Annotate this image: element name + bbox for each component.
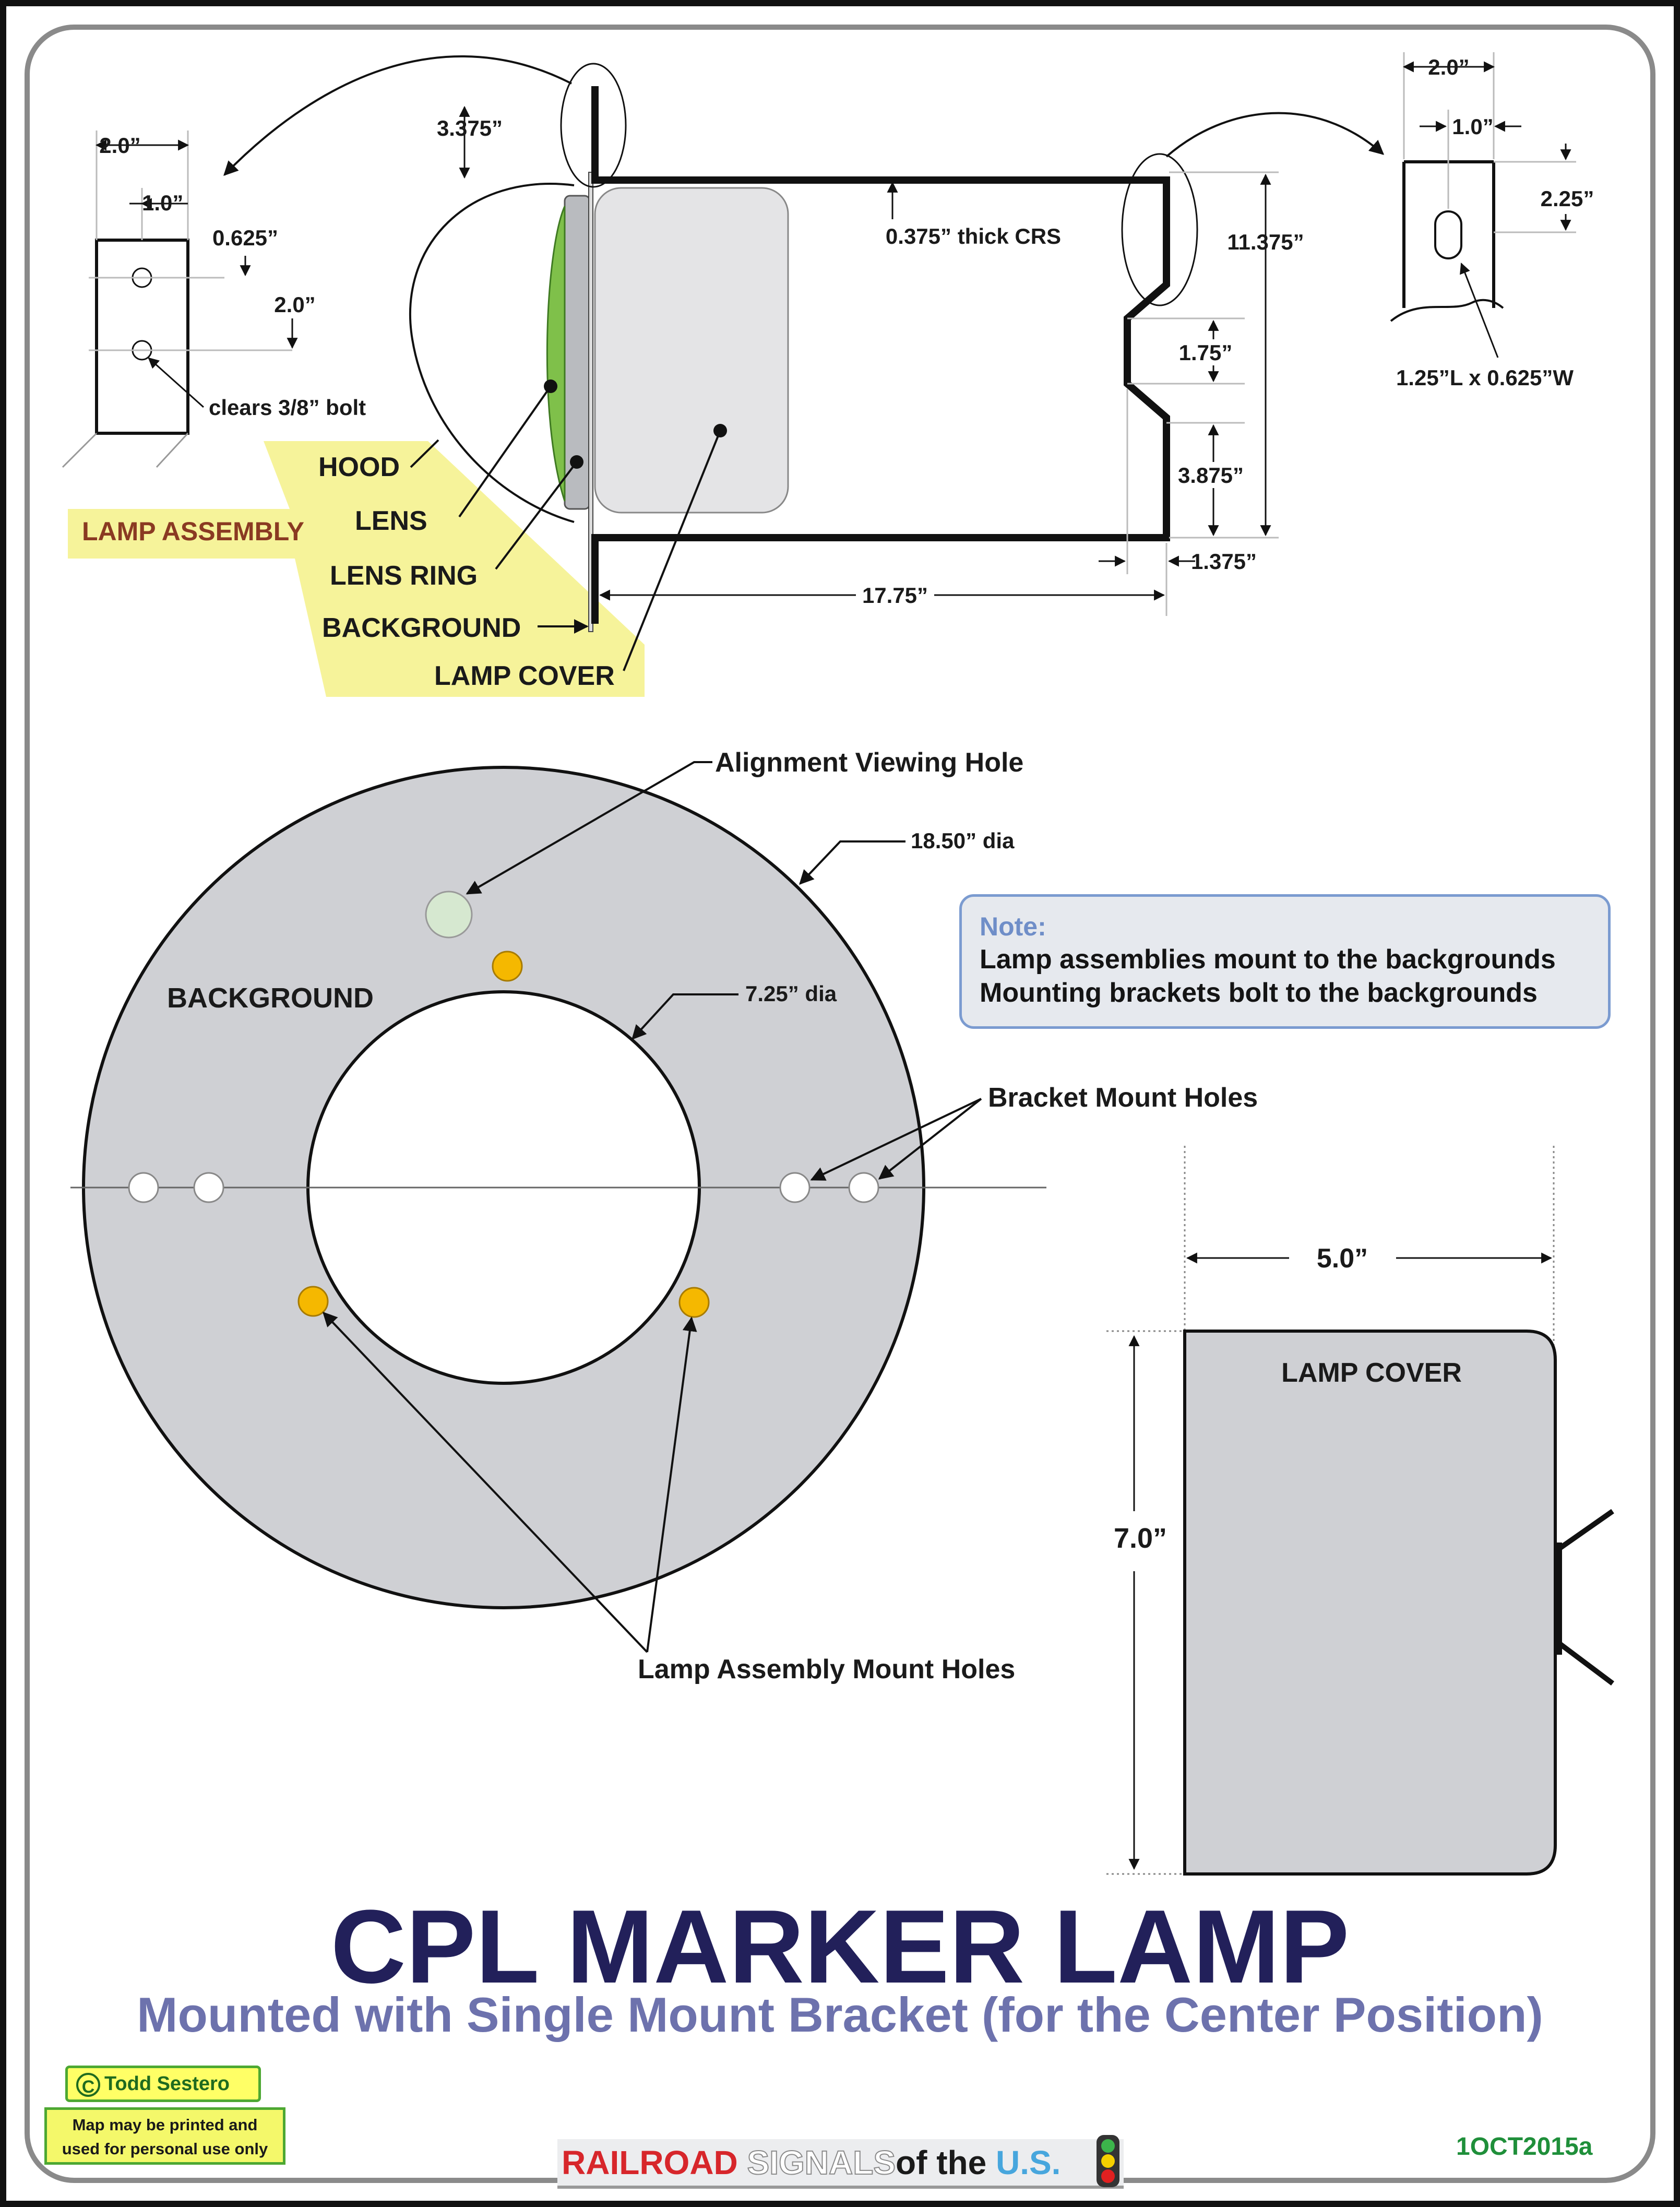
note-line-2: Mounting brackets bolt to the background… xyxy=(980,978,1538,1008)
note-line-1: Lamp assemblies mount to the backgrounds xyxy=(980,944,1556,975)
background-label: BACKGROUND xyxy=(167,982,374,1014)
mount-bracket xyxy=(591,86,1170,624)
part-label-lens-ring: LENS RING xyxy=(330,561,478,591)
bracket-mount-hole-3 xyxy=(779,1172,811,1203)
part-label-lens: LENS xyxy=(355,506,427,536)
usage-notice: Map may be printed and used for personal… xyxy=(44,2107,285,2165)
left-bracket-spacing-label: 2.0” xyxy=(274,292,315,317)
dim-material: 0.375” thick CRS xyxy=(886,224,1061,248)
side-lamp-cover xyxy=(594,187,789,514)
side-view-drawing: 3.375” 0.375” thick CRS 11.375” 1.75” 3.… xyxy=(223,55,1385,671)
note-box: Note: Lamp assemblies mount to the backg… xyxy=(959,894,1611,1029)
part-label-hood: HOOD xyxy=(318,452,400,482)
lens xyxy=(546,206,566,502)
version-label: 1OCT2015a xyxy=(1456,2133,1593,2161)
logo-word-us: U.S. xyxy=(995,2144,1061,2181)
right-bracket-drawing: 2.0” 1.0” 2.25” 1.25”L x 0.625”W xyxy=(1390,52,1594,390)
dim-offset: 1.75” xyxy=(1179,340,1233,365)
dim-height: 11.375” xyxy=(1227,230,1304,254)
right-bracket-center-label: 1.0” xyxy=(1452,114,1493,139)
right-bracket-slot-label: 1.25”L x 0.625”W xyxy=(1396,365,1574,390)
callout-background xyxy=(68,441,645,697)
cover-height-label: 7.0” xyxy=(1114,1523,1167,1554)
inner-dia-label: 7.25” dia xyxy=(745,981,837,1006)
bracket-mount-hole-4 xyxy=(848,1172,879,1203)
outer-dia-label: 18.50” dia xyxy=(911,828,1015,853)
lamp-cover-front-view: 5.0” LAMP COVER 7.0” xyxy=(1106,1146,1614,1876)
background-front-view: BACKGROUND Alignment Viewing Hole 18.50”… xyxy=(70,747,1258,1684)
lamp-assembly-label: LAMP ASSEMBLY xyxy=(82,517,304,546)
page-subtitle: Mounted with Single Mount Bracket (for t… xyxy=(137,1987,1543,2042)
note-heading: Note: xyxy=(980,912,1046,941)
usage-line-1: Map may be printed and xyxy=(72,2116,258,2134)
dim-foot: 1.375” xyxy=(1191,549,1257,574)
part-label-background: BACKGROUND xyxy=(322,613,521,643)
signal-light-icon xyxy=(1097,2135,1119,2187)
hood-outline xyxy=(409,183,575,523)
usage-line-2: used for personal use only xyxy=(62,2140,268,2158)
left-bracket-width-label: 2.0” xyxy=(99,133,140,158)
logo-word-railroad: RAILROAD xyxy=(562,2144,738,2181)
bracket-mount-hole-2 xyxy=(193,1172,224,1203)
cover-width-label: 5.0” xyxy=(1317,1243,1368,1274)
lamp-holes-label: Lamp Assembly Mount Holes xyxy=(638,1654,1015,1684)
bracket-mount-hole-1 xyxy=(128,1172,159,1203)
right-bracket-slot xyxy=(1434,210,1462,259)
copyright-icon: C xyxy=(76,2072,100,2097)
lamp-mount-hole-top xyxy=(492,951,523,982)
lamp-cover-body xyxy=(1183,1330,1557,1876)
railroad-signals-logo: RAILROAD SIGNALSof the U.S. xyxy=(557,2135,1124,2189)
part-label-lamp-cover: LAMP COVER xyxy=(434,661,615,691)
alignment-viewing-hole xyxy=(425,891,473,939)
lamp-cover-label: LAMP COVER xyxy=(1281,1358,1462,1388)
logo-word-signals: SIGNALS xyxy=(747,2143,896,2182)
dim-bracket-top: 3.375” xyxy=(437,116,503,140)
background-plate xyxy=(588,172,593,632)
bracket-top-detail-ellipse xyxy=(560,63,627,188)
left-bracket-center-label: 1.0” xyxy=(142,191,183,215)
bracket-holes-label: Bracket Mount Holes xyxy=(988,1083,1258,1113)
dim-lower: 3.875” xyxy=(1178,463,1244,488)
right-bracket-width-label: 2.0” xyxy=(1428,55,1469,79)
lamp-mount-hole-left xyxy=(297,1286,329,1317)
lamp-mount-hole-right xyxy=(678,1287,710,1318)
dim-length: 17.75” xyxy=(862,583,928,608)
lamp-assembly-callout: LAMP ASSEMBLY HOOD LENS LENS RING BACKGR… xyxy=(68,441,645,697)
left-bracket-hole-note: clears 3/8” bolt xyxy=(209,395,366,420)
copyright-author: Todd Sestero xyxy=(104,2073,230,2095)
page-title: CPL MARKER LAMP xyxy=(330,1889,1350,2005)
bracket-foot-detail-ellipse xyxy=(1121,153,1198,306)
logo-word-of-the: of the xyxy=(896,2144,987,2181)
left-bracket-drawing: 2.0” 1.0” 0.625” 2.0” clears 3/8” bolt xyxy=(62,130,366,468)
right-bracket-top-label: 2.25” xyxy=(1541,186,1594,211)
alignment-hole-label: Alignment Viewing Hole xyxy=(715,747,1023,778)
left-bracket-top-hole-label: 0.625” xyxy=(212,226,278,250)
